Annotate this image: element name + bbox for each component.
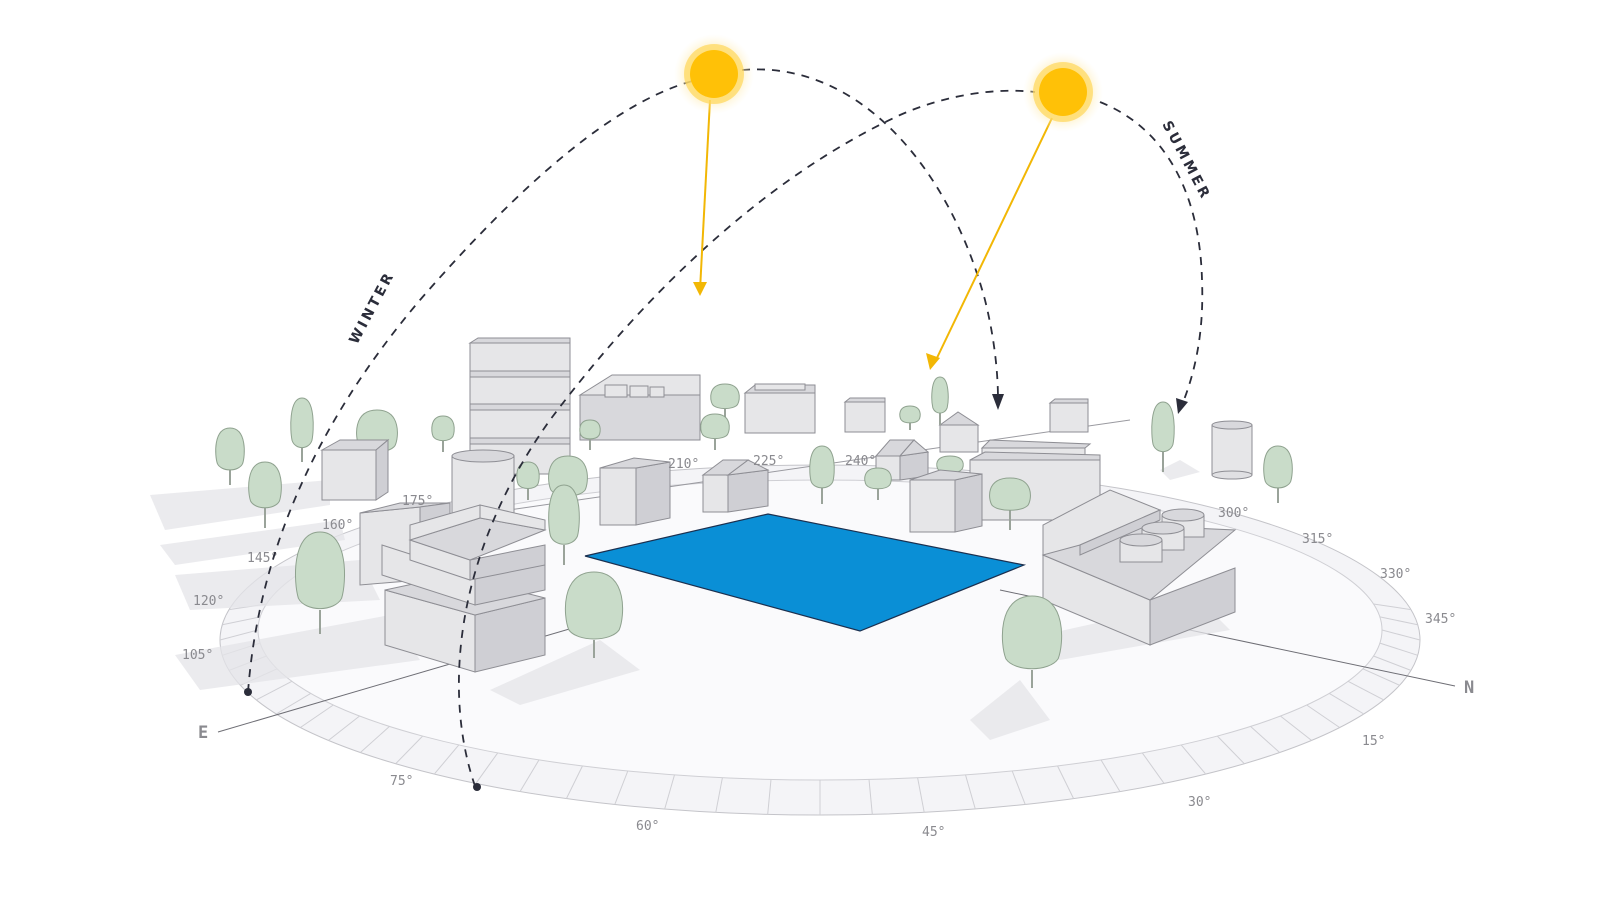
building-cylinder-back — [1212, 421, 1252, 479]
building-cube-left — [322, 440, 388, 500]
degree-315: 315° — [1302, 532, 1333, 547]
summer-sun-icon — [1023, 52, 1103, 132]
degree-330: 330° — [1380, 567, 1411, 582]
degree-60: 60° — [636, 819, 659, 834]
winter-path-inner — [742, 69, 998, 400]
degree-300: 300° — [1218, 506, 1249, 521]
summer-sun-ray — [935, 118, 1052, 362]
winter-ray-arrowhead-icon — [693, 282, 707, 296]
degree-225: 225° — [753, 454, 784, 469]
tree-icon — [1264, 446, 1293, 503]
building-cube-back — [845, 398, 885, 432]
tree-icon — [216, 428, 245, 485]
cardinal-east: E — [198, 723, 208, 743]
winter-sun-icon — [674, 34, 754, 114]
tree-icon — [900, 406, 920, 430]
degree-240: 240° — [845, 454, 876, 469]
building-cube-right-mid — [910, 470, 982, 532]
tree-icon — [1152, 402, 1174, 472]
degree-345: 345° — [1425, 612, 1456, 627]
degree-210: 210° — [668, 457, 699, 472]
summer-arrowhead-icon — [1176, 398, 1188, 414]
degree-105: 105° — [182, 648, 213, 663]
winter-arrowhead-icon — [992, 394, 1004, 410]
tree-icon — [291, 398, 313, 462]
building-house-back — [940, 412, 978, 452]
building-cube-front-210 — [600, 458, 670, 525]
degree-120: 120° — [193, 594, 224, 609]
degree-75: 75° — [390, 774, 413, 789]
building-block-back-1 — [745, 384, 815, 433]
degree-30: 30° — [1188, 795, 1211, 810]
tree-icon — [701, 414, 730, 450]
degree-160: 160° — [322, 518, 353, 533]
tree-icon — [432, 416, 454, 452]
degree-175: 175° — [402, 494, 433, 509]
degree-15: 15° — [1362, 734, 1385, 749]
cardinal-north: N — [1464, 678, 1474, 698]
winter-sunrise-dot — [244, 688, 252, 696]
tree-icon — [580, 420, 600, 450]
tree-icon — [249, 462, 282, 528]
tree-icon — [932, 377, 948, 425]
degree-45: 45° — [922, 825, 945, 840]
winter-sun-ray — [700, 100, 710, 290]
winter-label: WINTER — [346, 268, 398, 346]
sun-rays — [693, 100, 1052, 370]
building-cube-right-back — [1050, 399, 1088, 432]
summer-sunrise-dot — [473, 783, 481, 791]
